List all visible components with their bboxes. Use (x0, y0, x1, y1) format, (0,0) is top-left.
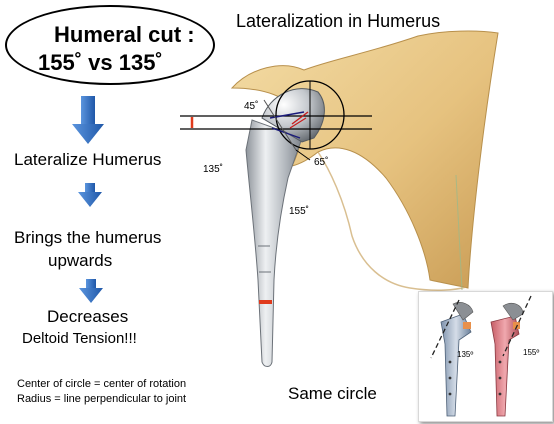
angle-label-45: 45˚ (244, 101, 258, 112)
diagram-title: Lateralization in Humerus (236, 11, 440, 32)
note-radius: Radius = line perpendicular to joint (17, 392, 186, 407)
angle-label-155: 155˚ (289, 206, 309, 217)
inset-label-135: 135º (457, 350, 473, 359)
step-deltoid-tension: Deltoid Tension!!! (22, 330, 137, 347)
inset-label-155: 155º (523, 348, 539, 357)
step-decreases: Decreases (47, 307, 128, 327)
angle-label-135: 135˚ (203, 164, 223, 175)
stem-red-marker (259, 300, 272, 304)
comparison-inset: 135º 155º (418, 291, 553, 422)
down-arrow-1 (72, 96, 104, 144)
step-lateralize: Lateralize Humerus (14, 150, 161, 170)
step-brings-line-1: Brings the humerus (14, 228, 161, 248)
down-arrow-2 (78, 183, 102, 207)
humeral-stem (246, 120, 302, 367)
note-center: Center of circle = center of rotation (17, 377, 186, 392)
callout-line-2: 155˚ vs 135˚ (38, 50, 163, 76)
rotation-notes: Center of circle = center of rotation Ra… (17, 377, 186, 407)
step-brings-line-2: upwards (48, 251, 112, 271)
callout-line-1: Humeral cut : (54, 22, 195, 48)
angle-label-65: 65˚ (314, 157, 328, 168)
same-circle-caption: Same circle (288, 384, 377, 404)
down-arrow-3 (79, 279, 103, 303)
